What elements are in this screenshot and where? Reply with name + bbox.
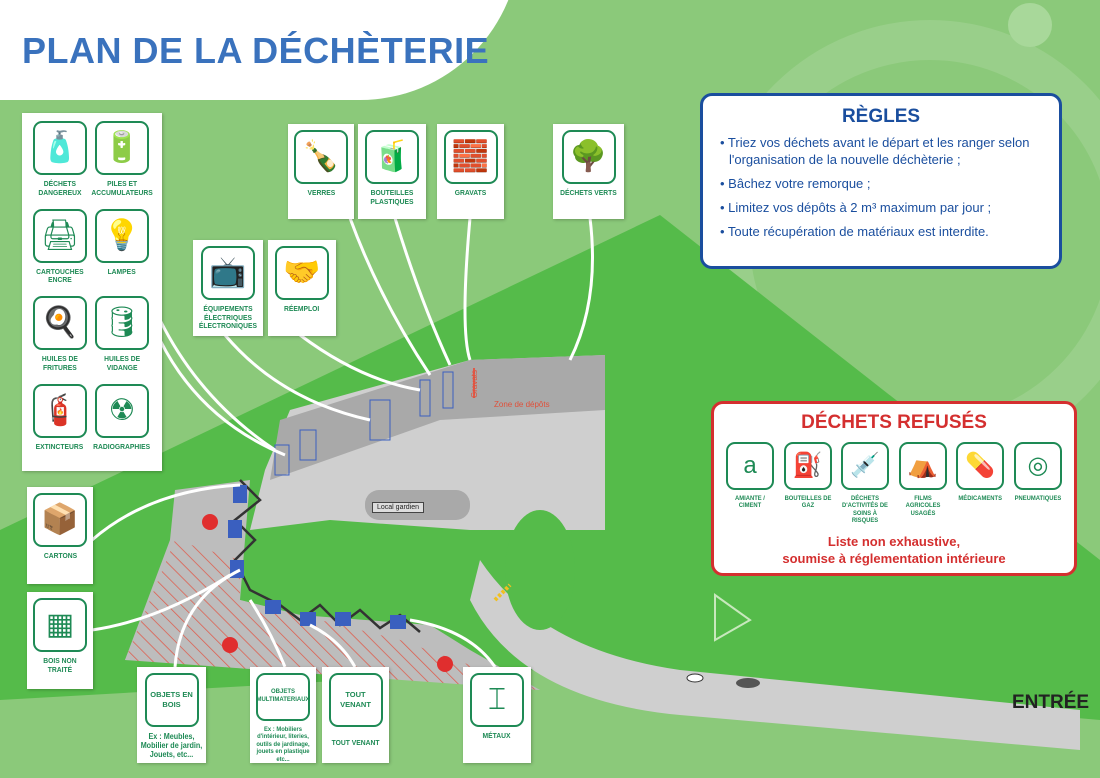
- spray-can-icon: 🧴: [32, 121, 87, 175]
- rule-item: • Triez vos déchets avant le départ et l…: [720, 135, 1030, 167]
- ink-cartridge-icon: 🖨: [32, 208, 87, 263]
- tire-icon: ◎: [1013, 442, 1062, 490]
- card-bois: ▦BOIS NON TRAITÉ: [27, 592, 93, 689]
- rubble-icon: 🧱: [443, 130, 498, 184]
- refused-title: DÉCHETS REFUSÉS: [801, 412, 987, 433]
- access-road: [470, 560, 1080, 750]
- rule-item: • Bâchez votre remorque ;: [720, 176, 871, 191]
- lamp-icon: 💡: [94, 208, 149, 263]
- card-verres: 🍾VERRES: [288, 124, 354, 219]
- guard-house-label: Local gardien: [372, 502, 425, 513]
- rule-item: • Toute récupération de matériaux est in…: [720, 224, 989, 239]
- refused-item: ⛺FILMS AGRICOLES USAGÉS: [895, 442, 951, 525]
- category-huiles-fritures: 🍳HUILES DE FRITURES: [32, 296, 88, 382]
- pill-icon: 💊: [956, 442, 1005, 490]
- syringe-icon: 💉: [841, 442, 890, 490]
- battery-icon: 🔋: [94, 121, 149, 175]
- card-cartons: 📦CARTONS: [27, 487, 93, 584]
- agri-film-icon: ⛺: [898, 442, 947, 490]
- refused-item: 💊MÉDICAMENTS: [952, 442, 1008, 525]
- card-reemploi: 🤝RÉEMPLOI: [268, 240, 336, 336]
- extinguisher-icon: 🧯: [32, 383, 87, 438]
- card-bouteilles: 🧃BOUTEILLES PLASTIQUES: [358, 124, 426, 219]
- card-eee: 📺ÉQUIPEMENTS ÉLECTRIQUES ÉLECTRONIQUES: [193, 240, 263, 336]
- card-dechets-verts: 🌳DÉCHETS VERTS: [553, 124, 624, 219]
- entrance-label: ENTRÉE: [1012, 692, 1090, 713]
- appliance-icon: 📺: [201, 246, 255, 300]
- refused-item: 💉DÉCHETS D'ACTIVITÉS DE SOINS À RISQUES: [837, 442, 893, 525]
- category-radiographies: ☢RADIOGRAPHIES: [88, 383, 156, 470]
- refused-item: ⛽BOUTEILLES DE GAZ: [780, 442, 836, 525]
- hazardous-waste-panel: 🧴DÉCHETS DANGEREUX 🔋PILES ET ACCUMULATEU…: [22, 113, 162, 471]
- hands-icon: 🤝: [275, 246, 329, 300]
- refused-note-1: Liste non exhaustive,: [827, 533, 961, 549]
- plastic-bottle-icon: 🧃: [365, 130, 419, 184]
- metal-beam-icon: ⌶: [470, 673, 524, 727]
- rules-box: RÈGLES • Triez vos déchets avant le dépa…: [700, 93, 1062, 269]
- gas-bottle-icon: ⛽: [783, 442, 832, 490]
- deposit-zone-label: Zone de dépôts: [494, 400, 550, 409]
- gravats-map-label: Gravats: [470, 369, 479, 398]
- deposit-zone: [270, 355, 605, 480]
- card-metaux: ⌶MÉTAUX: [463, 667, 531, 763]
- category-piles: 🔋PILES ET ACCUMULATEURS: [88, 121, 156, 207]
- refused-note-2: soumise à réglementation intérieure: [782, 550, 1006, 566]
- oil-can-icon: 🛢: [94, 296, 149, 350]
- frying-oil-icon: 🍳: [32, 296, 87, 350]
- category-extincteurs: 🧯EXTINCTEURS: [32, 383, 88, 470]
- refused-item: ◎PNEUMATIQUES: [1010, 442, 1066, 525]
- pallet-icon: ▦: [33, 598, 87, 652]
- category-huiles-vidange: 🛢HUILES DE VIDANGE: [88, 296, 156, 382]
- rules-title: RÈGLES: [841, 106, 921, 127]
- category-cartouches: 🖨CARTOUCHES ENCRE: [32, 208, 88, 295]
- xray-icon: ☢: [94, 383, 149, 438]
- page-title: PLAN DE LA DÉCHÈTERIE: [22, 30, 490, 71]
- category-lampes: 💡LAMPES: [88, 208, 156, 295]
- glass-bottle-icon: 🍾: [294, 130, 348, 184]
- card-gravats: 🧱GRAVATS: [437, 124, 504, 219]
- box-icon: 📦: [33, 493, 87, 547]
- rule-item: • Limitez vos dépôts à 2 m³ maximum par …: [720, 200, 992, 215]
- asbestos-icon: a: [726, 442, 774, 490]
- category-dechets-dangereux: 🧴DÉCHETS DANGEREUX: [32, 121, 88, 207]
- tree-icon: 🌳: [561, 130, 616, 184]
